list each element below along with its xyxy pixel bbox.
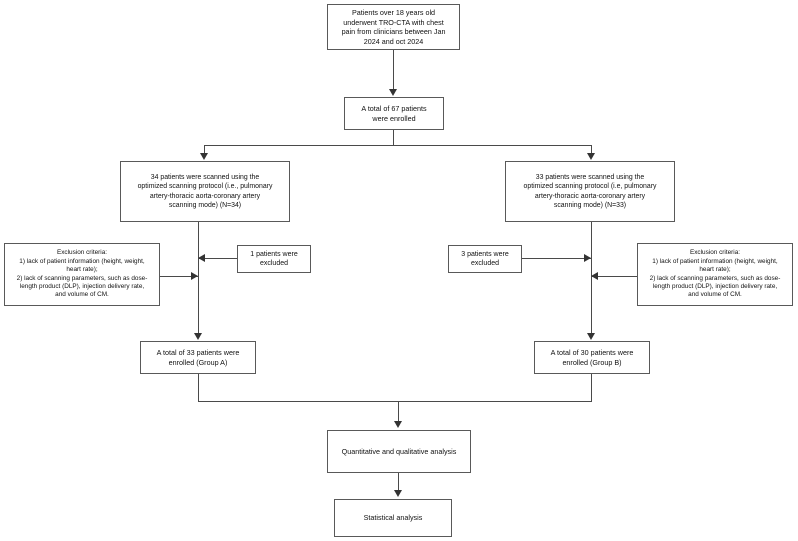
connector-split-bus [204, 145, 592, 146]
connector-merge-to-analysis [398, 401, 399, 422]
connector-source-to-total [393, 50, 394, 90]
node-group-a-text: A total of 33 patients were enrolled (Gr… [156, 348, 240, 367]
connector-group-a-to-merge [198, 374, 199, 401]
arrowhead-left-trunk-to-group-a [194, 333, 202, 340]
connector-right-excluded-to-trunk [522, 258, 591, 259]
arrowhead-source-to-total [389, 89, 397, 96]
connector-analysis-to-statistical [398, 473, 399, 491]
connector-bus-to-left-protocol [204, 145, 205, 154]
arrowhead-right-excluded-to-trunk [584, 254, 591, 262]
arrowhead-merge-to-analysis [394, 421, 402, 428]
arrowhead-left-excluded-to-trunk [198, 254, 205, 262]
connector-total-to-bus [393, 130, 394, 145]
arrowhead-bus-to-left-protocol [200, 153, 208, 160]
node-right-protocol: 33 patients were scanned using the optim… [505, 161, 675, 222]
node-left-exclusion-criteria: Exclusion criteria: 1) lack of patient i… [4, 243, 160, 306]
node-right-excluded-count: 3 patients were excluded [448, 245, 522, 273]
connector-bus-to-right-protocol [591, 145, 592, 154]
node-right-exclusion-criteria-text: Exclusion criteria: 1) lack of patient i… [649, 249, 781, 299]
node-left-protocol: 34 patients were scanned using the optim… [120, 161, 290, 222]
node-group-a: A total of 33 patients were enrolled (Gr… [140, 341, 256, 374]
connector-group-b-to-merge [591, 374, 592, 401]
node-analysis-text: Quantitative and qualitative analysis [341, 446, 457, 456]
connector-right-criteria-to-trunk [591, 276, 637, 277]
node-right-excluded-count-text: 3 patients were excluded [461, 250, 509, 267]
connector-left-trunk [198, 222, 199, 333]
node-left-excluded-count-text: 1 patients were excluded [250, 250, 298, 267]
arrowhead-bus-to-right-protocol [587, 153, 595, 160]
connector-merge-bus [198, 401, 592, 402]
node-left-excluded-count: 1 patients were excluded [237, 245, 311, 273]
node-source-population-text: Patients over 18 years old underwent TRO… [341, 8, 446, 46]
node-right-exclusion-criteria: Exclusion criteria: 1) lack of patient i… [637, 243, 793, 306]
node-group-b: A total of 30 patients were enrolled (Gr… [534, 341, 650, 374]
node-group-b-text: A total of 30 patients were enrolled (Gr… [550, 348, 634, 367]
connector-left-excluded-to-trunk [198, 258, 237, 259]
node-total-enrolled-text: A total of 67 patients were enrolled [361, 104, 427, 123]
arrowhead-right-criteria-to-trunk [591, 272, 598, 280]
node-right-protocol-text: 33 patients were scanned using the optim… [523, 174, 657, 209]
arrowhead-analysis-to-statistical [394, 490, 402, 497]
node-statistical-analysis-text: Statistical analysis [363, 513, 423, 523]
node-source-population: Patients over 18 years old underwent TRO… [327, 4, 460, 50]
node-total-enrolled: A total of 67 patients were enrolled [344, 97, 444, 130]
node-statistical-analysis: Statistical analysis [334, 499, 452, 537]
arrowhead-right-trunk-to-group-b [587, 333, 595, 340]
arrowhead-left-criteria-to-trunk [191, 272, 198, 280]
node-left-exclusion-criteria-text: Exclusion criteria: 1) lack of patient i… [16, 249, 148, 299]
node-left-protocol-text: 34 patients were scanned using the optim… [137, 174, 273, 209]
connector-left-criteria-to-trunk [160, 276, 198, 277]
node-analysis: Quantitative and qualitative analysis [327, 430, 471, 473]
